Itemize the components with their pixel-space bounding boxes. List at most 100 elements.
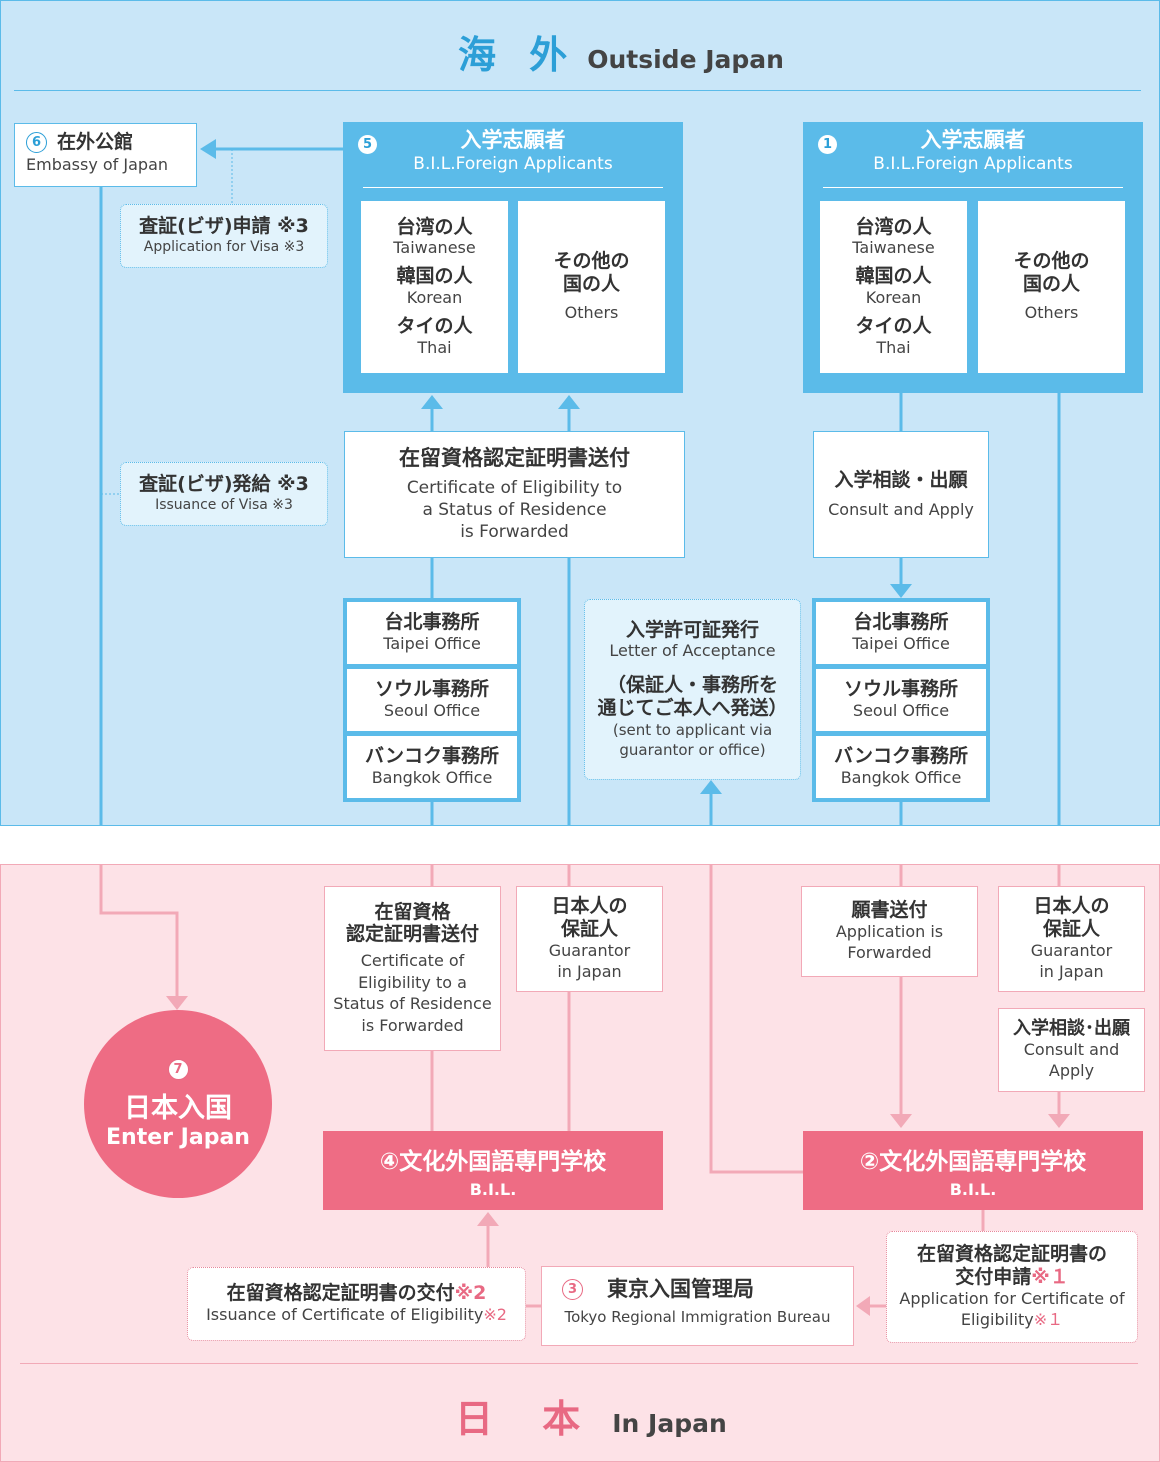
- acceptance-note-jp-1: （保証人・事務所を: [606, 674, 778, 697]
- visa-application-en: Application for Visa ※3: [143, 238, 305, 255]
- application-coe-en-1: Application for Certificate of: [899, 1289, 1125, 1308]
- step-1-badge: 1: [818, 135, 837, 154]
- guarantor-en-2: in Japan: [1039, 961, 1104, 981]
- applicants-5-en: B.I.L.Foreign Applicants: [413, 154, 613, 175]
- taipei-office-right: 台北事務所 Taipei Office: [816, 602, 986, 664]
- consult-top-jp: 入学相談・出願: [834, 468, 968, 491]
- guarantor-left-box: 日本人の 保証人 Guarantor in Japan: [516, 886, 663, 992]
- others-jp-2: 国の人: [562, 272, 620, 295]
- korea-jp: 韓国の人: [855, 265, 932, 288]
- offices-right-group: 台北事務所 Taipei Office ソウル事務所 Seoul Office …: [812, 598, 990, 802]
- guarantor-jp-2: 保証人: [1042, 918, 1100, 941]
- others-jp-2: 国の人: [1022, 272, 1080, 295]
- step-5-badge: 5: [358, 135, 377, 154]
- application-forwarded-box: 願書送付 Application is Forwarded: [801, 886, 978, 977]
- consult-apply-bottom-box: 入学相談･出願 Consult and Apply: [998, 1008, 1145, 1092]
- guarantor-right-box: 日本人の 保証人 Guarantor in Japan: [998, 886, 1145, 992]
- school-2-jp: 文化外国語専門学校: [879, 1149, 1087, 1175]
- taiwan-jp: 台湾の人: [396, 215, 473, 238]
- consult-bottom-en-1: Consult and: [1023, 1040, 1120, 1059]
- others-jp-1: その他の: [1013, 249, 1090, 272]
- acceptance-note-jp-2: 通じてご本人へ発送）: [597, 697, 788, 720]
- embassy-en: Embassy of Japan: [26, 154, 169, 174]
- thai-en: Thai: [876, 337, 911, 357]
- overseas-title-jp: 海 外: [458, 33, 578, 77]
- acceptance-note-en-2: guarantor or office): [619, 741, 766, 760]
- step-6-badge: 6: [26, 131, 47, 153]
- guarantor-en-1: Guarantor: [1030, 941, 1113, 960]
- coe-en-2: Eligibility to a: [358, 972, 467, 992]
- offices-left-group: 台北事務所 Taipei Office ソウル事務所 Seoul Office …: [343, 598, 521, 802]
- applicants-1-divider: [823, 187, 1123, 188]
- immigration-jp: 東京入国管理局: [607, 1277, 754, 1301]
- applicants-5-jp: 入学志願者: [460, 128, 566, 152]
- taiwan-jp: 台湾の人: [855, 215, 932, 238]
- thai-jp: タイの人: [396, 314, 473, 337]
- overseas-title: 海 外 Outside Japan: [458, 24, 784, 79]
- bangkok-jp: バンコク事務所: [365, 745, 499, 768]
- others-5-box: その他の 国の人 Others: [518, 201, 665, 373]
- visa-application-jp: 査証(ビザ)申請 ※3: [139, 215, 309, 238]
- acceptance-en: Letter of Acceptance: [609, 641, 776, 661]
- japan-title-en: In Japan: [612, 1409, 727, 1438]
- acceptance-box: 入学許可証発行 Letter of Acceptance （保証人・事務所を 通…: [584, 599, 801, 780]
- consult-bottom-jp: 入学相談･出願: [1013, 1018, 1130, 1040]
- bangkok-en: Bangkok Office: [840, 768, 962, 787]
- guarantor-en-1: Guarantor: [548, 941, 631, 960]
- taipei-jp: 台北事務所: [853, 611, 949, 634]
- taiwan-en: Taiwanese: [393, 238, 476, 258]
- seoul-en: Seoul Office: [852, 701, 950, 720]
- applicants-1-en: B.I.L.Foreign Applicants: [873, 154, 1073, 175]
- coe-en-4: is Forwarded: [361, 1015, 464, 1035]
- coe-forward-japan-box: 在留資格 認定証明書送付 Certificate of Eligibility …: [324, 886, 501, 1051]
- school-4-en: B.I.L.: [469, 1180, 517, 1199]
- enter-japan-en: Enter Japan: [106, 1124, 250, 1150]
- app-forwarded-en-1: Application is: [835, 922, 944, 942]
- app-forwarded-en-2: Forwarded: [847, 942, 932, 962]
- acceptance-note-en-1: (sent to applicant via: [612, 720, 773, 739]
- bangkok-office-left: バンコク事務所 Bangkok Office: [347, 736, 517, 798]
- application-coe-box: 在留資格認定証明書の 交付申請※１ Application for Certif…: [886, 1231, 1138, 1343]
- applicants-box-5: 5 入学志願者 B.I.L.Foreign Applicants 台湾の人 Ta…: [343, 122, 683, 393]
- korea-jp: 韓国の人: [396, 265, 473, 288]
- overseas-divider: [14, 90, 1141, 91]
- consult-bottom-en-2: Apply: [1048, 1060, 1095, 1080]
- acceptance-jp: 入学許可証発行: [625, 618, 759, 641]
- issuance-coe-en: Issuance of Certificate of Eligibility: [206, 1305, 484, 1324]
- consult-apply-top-box: 入学相談・出願 Consult and Apply: [813, 431, 989, 558]
- guarantor-jp-2: 保証人: [560, 918, 618, 941]
- school-4-jp: 文化外国語専門学校: [399, 1149, 607, 1175]
- seoul-office-right: ソウル事務所 Seoul Office: [816, 669, 986, 731]
- consult-top-en: Consult and Apply: [828, 499, 974, 519]
- taipei-jp: 台北事務所: [384, 611, 480, 634]
- coe-en-3: Status of Residence: [333, 994, 492, 1014]
- enter-japan-circle: 7 日本入国 Enter Japan: [84, 1010, 272, 1198]
- others-jp-1: その他の: [553, 249, 630, 272]
- embassy-jp: 在外公館: [57, 131, 134, 153]
- step-3-badge: 3: [562, 1279, 583, 1301]
- immigration-en: Tokyo Regional Immigration Bureau: [564, 1308, 831, 1327]
- step-7-badge: 7: [167, 1058, 189, 1080]
- japan-title-jp: 日 本: [455, 1397, 599, 1441]
- thai-jp: タイの人: [855, 314, 932, 337]
- visa-issuance-en: Issuance of Visa ※3: [155, 496, 293, 513]
- step-4-badge: ④: [379, 1149, 400, 1175]
- taipei-en: Taipei Office: [383, 634, 481, 653]
- coe-forward-en-1: Certificate of Eligibility to: [406, 477, 623, 498]
- applicants-1-jp: 入学志願者: [920, 128, 1026, 152]
- application-coe-en-2: Eligibility: [960, 1309, 1034, 1329]
- korea-en: Korean: [865, 288, 922, 307]
- visa-issuance-jp: 査証(ビザ)発給 ※3: [139, 473, 309, 496]
- coe-forward-box: 在留資格認定証明書送付 Certificate of Eligibility t…: [344, 431, 685, 558]
- application-coe-jp-1: 在留資格認定証明書の: [916, 1243, 1107, 1266]
- japan-title: 日 本 In Japan: [455, 1388, 727, 1443]
- nationalities-5-box: 台湾の人 Taiwanese 韓国の人 Korean タイの人 Thai: [361, 201, 508, 373]
- application-coe-mark-en: ※１: [1033, 1309, 1064, 1329]
- thai-en: Thai: [417, 337, 452, 357]
- others-en: Others: [564, 303, 619, 323]
- taipei-en: Taipei Office: [852, 634, 950, 653]
- guarantor-en-2: in Japan: [557, 961, 622, 981]
- coe-forward-en-2: a Status of Residence: [422, 500, 607, 521]
- applicants-box-1: 1 入学志願者 B.I.L.Foreign Applicants 台湾の人 Ta…: [803, 122, 1143, 393]
- coe-forward-jp: 在留資格認定証明書送付: [399, 445, 630, 470]
